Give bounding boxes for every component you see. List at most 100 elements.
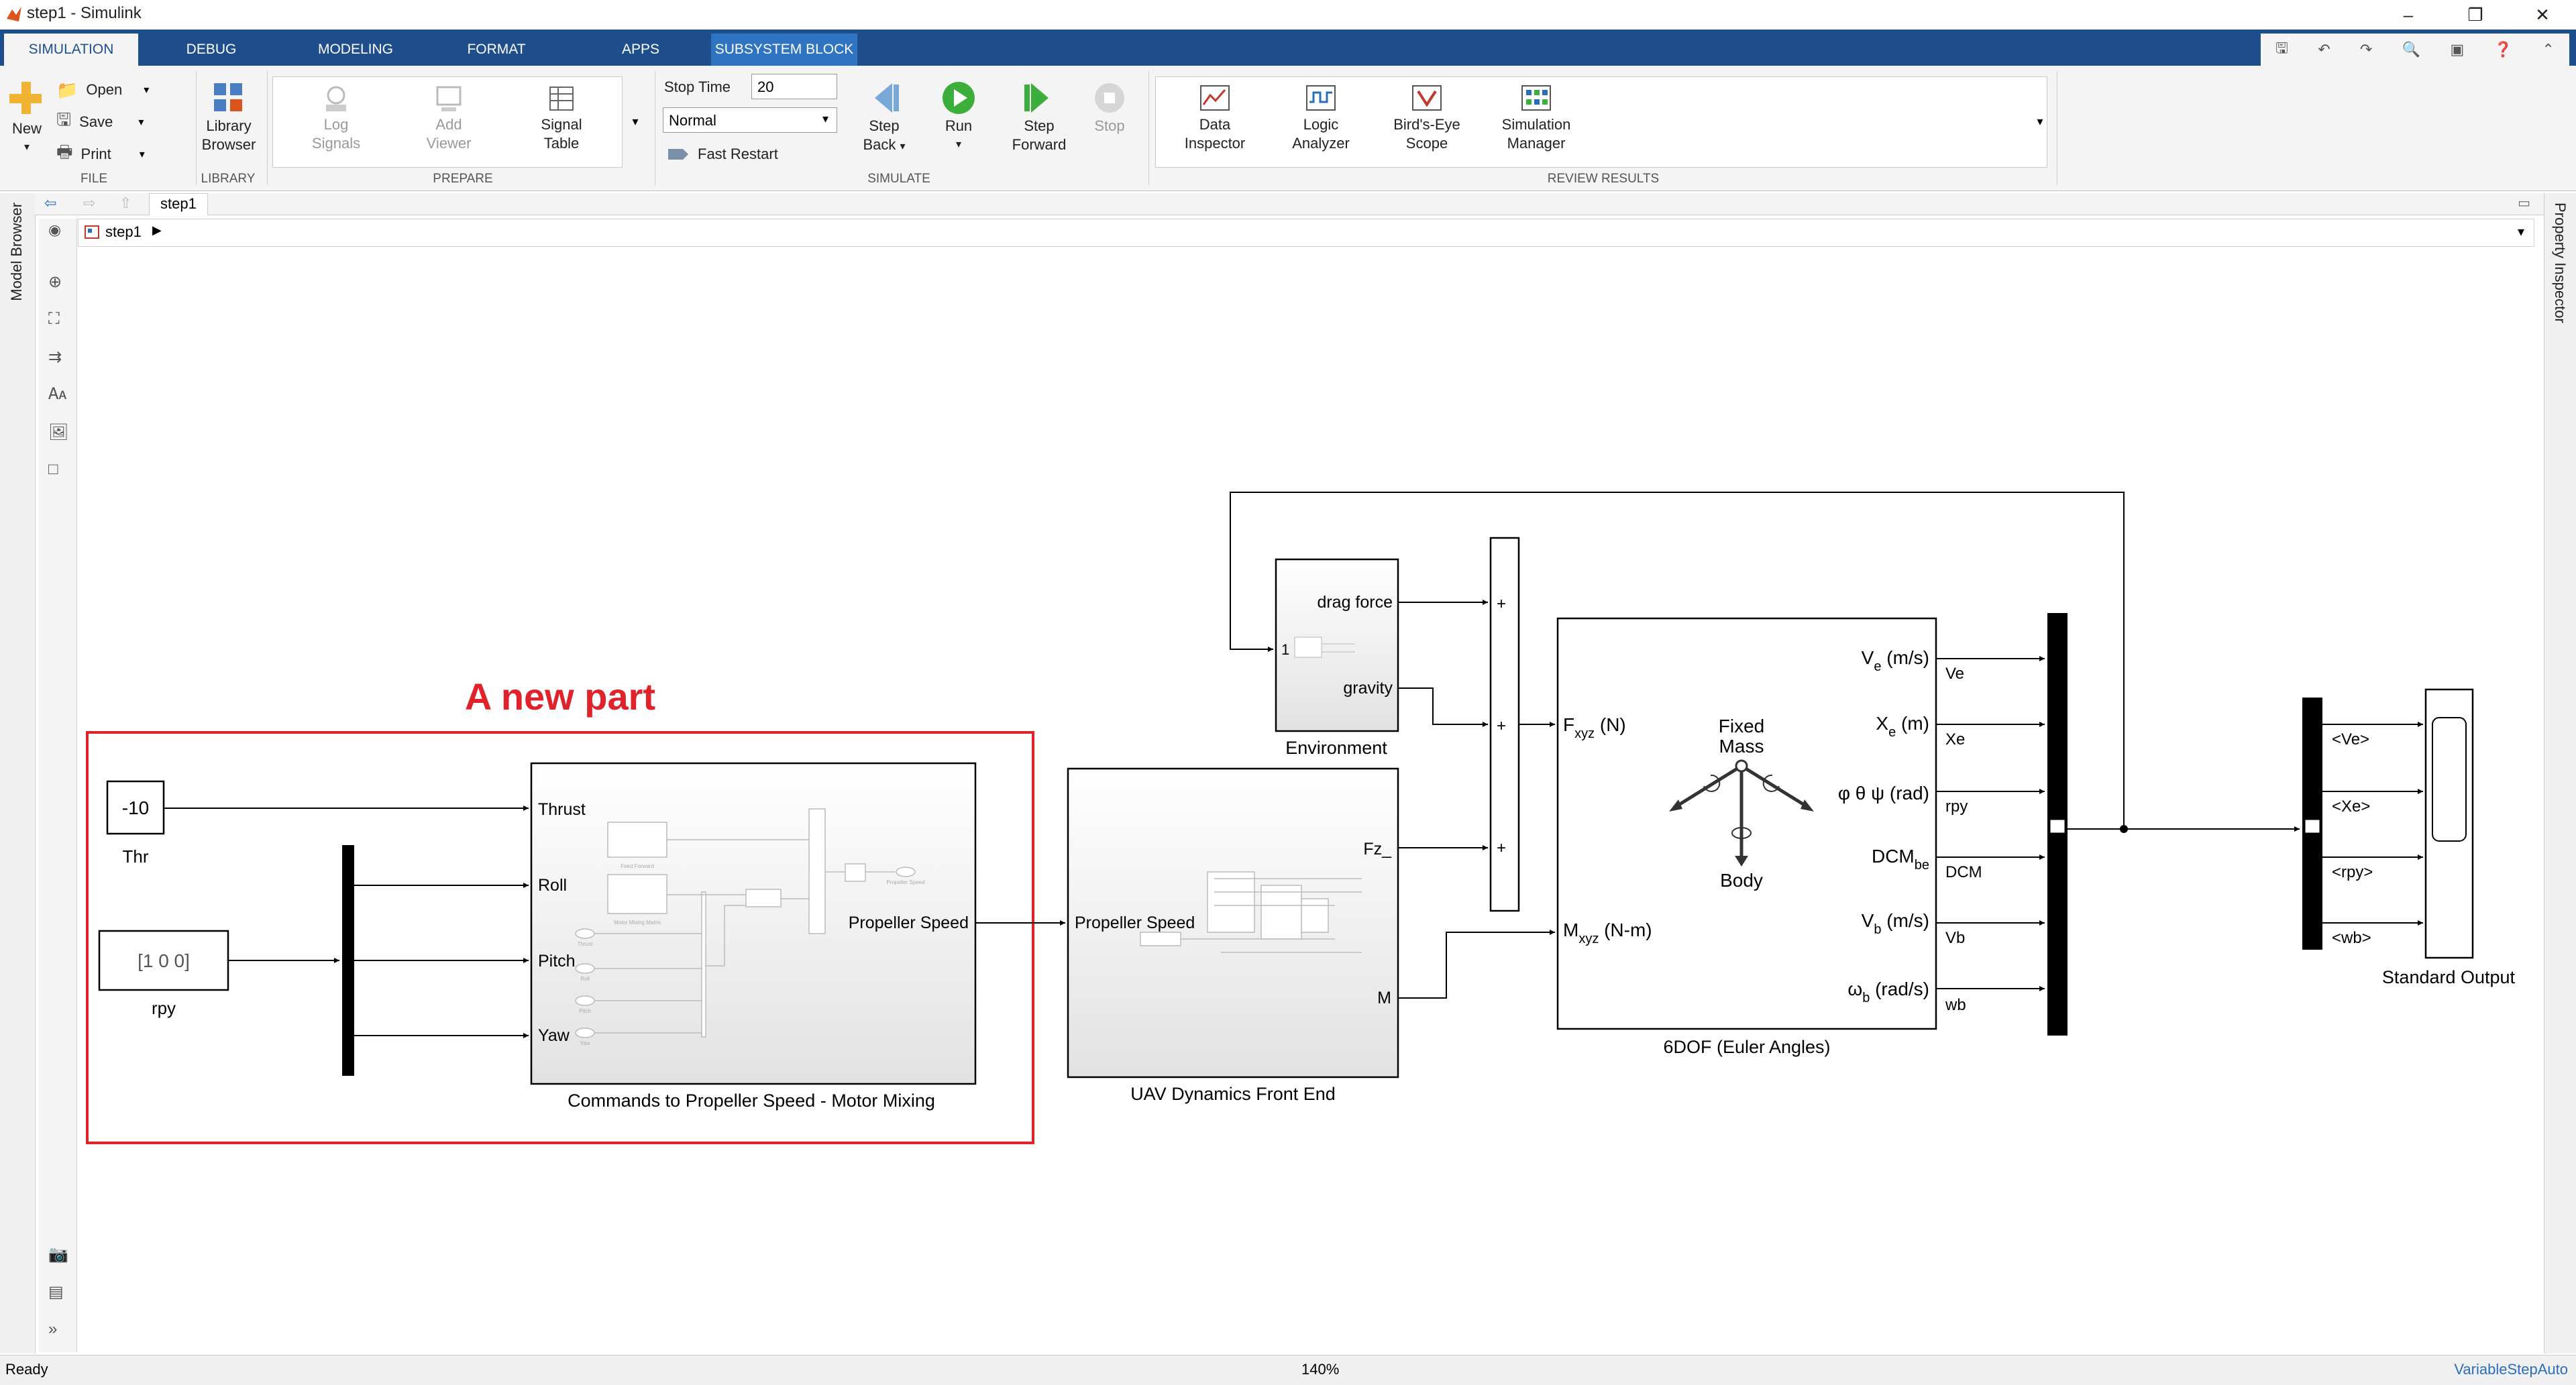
editor-toolbar: ⇦ ⇨ ⇧ step1 ▭ (35, 193, 2544, 215)
library-browser-button[interactable]: Library Browser (199, 79, 259, 154)
expand-palette-icon[interactable]: » (48, 1320, 58, 1338)
demux-block[interactable] (342, 845, 354, 1076)
logic-label: Logic (1303, 116, 1339, 133)
minimize-button[interactable]: – (2403, 4, 2414, 25)
sum-block[interactable] (1489, 537, 1520, 912)
print-button[interactable]: 🖶 Print ▾ (56, 142, 164, 166)
camera-icon[interactable]: 📷 (48, 1245, 68, 1264)
add-viewer-button[interactable]: Add Viewer (412, 82, 486, 153)
hide-tabs-icon[interactable]: ▭ (2518, 196, 2530, 211)
run-button[interactable]: Run ▾ (930, 79, 987, 154)
library-label: Library (206, 117, 252, 134)
simulation-manager-button[interactable]: Simulation Manager (1483, 82, 1590, 153)
tab-format[interactable]: FORMAT (467, 42, 526, 57)
arrange-icon[interactable]: ⇉ (48, 348, 62, 366)
tab-apps[interactable]: APPS (621, 42, 660, 57)
chevron-down-icon: ▾ (632, 114, 639, 128)
help-icon[interactable]: ❓ (2493, 41, 2513, 58)
tab-step1[interactable]: step1 (149, 193, 208, 215)
fixed-label: Fixed (1719, 716, 1764, 736)
chevron-down-icon[interactable]: ▾ (2517, 225, 2524, 239)
signal-wb: wb (1945, 996, 1966, 1014)
log-signals-icon (326, 86, 346, 111)
separator (267, 71, 268, 185)
fast-restart-button[interactable]: Fast Restart (667, 142, 778, 166)
stop-time-input[interactable]: 20 (751, 74, 837, 99)
mass-label: Mass (1719, 736, 1764, 757)
thr-block[interactable] (106, 780, 165, 835)
folder-icon: 📁 (56, 79, 78, 100)
save-icon[interactable]: 🖫 (2275, 40, 2288, 56)
rpy-name: rpy (152, 998, 176, 1018)
stop-button[interactable]: Stop (1083, 79, 1136, 135)
tab-debug[interactable]: DEBUG (186, 42, 237, 57)
signal-vb: Vb (1945, 929, 1965, 947)
viewer-label: Viewer (426, 135, 472, 152)
tab-simulation[interactable]: SIMULATION (4, 34, 138, 66)
motor-mixing-subsystem[interactable] (530, 762, 977, 1085)
port-thrust: Thrust (538, 800, 586, 819)
prepare-expand-button[interactable]: ▾ (624, 76, 647, 166)
save-button[interactable]: 🖫 Save ▾ (56, 109, 164, 134)
log-signals-button[interactable]: Log Signals (299, 82, 373, 153)
new-label: New (11, 120, 42, 137)
toolstrip: New ▾ 📁 Open ▾ 🖫 Save ▾ 🖶 Print ▾ FILE L… (0, 66, 2576, 191)
port-m: M (1377, 989, 1391, 1007)
explorer-bar-icon[interactable]: ▤ (48, 1283, 64, 1301)
fast-restart-label: Fast Restart (698, 146, 778, 162)
open-button[interactable]: 📁 Open ▾ (56, 78, 164, 102)
bus-rpy: <rpy> (2332, 863, 2373, 881)
review-expand-button[interactable]: ▾ (2029, 76, 2051, 166)
rpy-block[interactable] (98, 930, 229, 991)
annotation-label: A new part (465, 675, 655, 718)
redo-icon[interactable]: ↷ (2360, 41, 2373, 58)
sixdof-block[interactable] (1556, 617, 1937, 1030)
tab-modeling[interactable]: MODELING (317, 42, 393, 57)
fit-view-icon[interactable]: ⛶ (48, 310, 60, 328)
signal-table-button[interactable]: Signal Table (525, 82, 598, 153)
data-inspector-button[interactable]: Data Inspector (1165, 82, 1265, 153)
birds-eye-label: Bird's-Eye (1393, 116, 1460, 133)
back-arrow-icon[interactable]: ⇦ (44, 195, 57, 211)
file-group-label: FILE (80, 172, 108, 186)
zoom-icon[interactable]: ⊕ (48, 273, 62, 291)
birds-eye-scope-button[interactable]: Bird's-Eye Scope (1377, 82, 1477, 153)
area-icon[interactable]: □ (48, 460, 58, 478)
model-browser-tab[interactable]: Model Browser (8, 203, 25, 301)
up-arrow-icon[interactable]: ⇧ (119, 195, 132, 211)
simulation-mode-select[interactable]: Normal ▾ (663, 107, 837, 133)
data-inspector-icon (1200, 85, 1230, 111)
collapse-toolstrip-icon[interactable]: ⌃ (2542, 41, 2555, 58)
body-axes-icon (1669, 759, 1814, 867)
matlab-logo-icon (7, 7, 21, 21)
logic-analyzer-button[interactable]: Logic Analyzer (1271, 82, 1371, 153)
tab-subsystem-block[interactable]: SUBSYSTEM BLOCK (711, 34, 857, 66)
diagram: A new part -10 Thr [1 0 0] rpy Thrust Ro… (86, 492, 2516, 1144)
undo-icon[interactable]: ↶ (2318, 41, 2330, 58)
step-back-button[interactable]: Step Back ▾ (852, 79, 916, 156)
property-inspector-tab[interactable]: Property Inspector (2552, 203, 2569, 323)
layout-icon[interactable]: ▣ (2450, 41, 2465, 58)
log-label: Log (323, 116, 349, 133)
hide-browser-icon[interactable]: ◉ (48, 221, 62, 238)
save-label: Save (79, 113, 113, 130)
annotation-icon[interactable]: 🗛 (48, 385, 67, 403)
step-forward-button[interactable]: Step Forward (1002, 79, 1076, 154)
close-button[interactable]: ✕ (2535, 4, 2550, 25)
solver-link[interactable]: VariableStepAuto (2454, 1361, 2568, 1378)
maximize-button[interactable]: ❐ (2467, 4, 2483, 25)
breadcrumb[interactable]: step1 (105, 223, 142, 240)
branch-point (2120, 825, 2128, 833)
new-button[interactable]: New ▾ (7, 79, 47, 157)
scope-screen (2432, 717, 2467, 842)
image-icon[interactable]: 🖼 (48, 423, 69, 441)
bus-port (2304, 819, 2320, 834)
forward-arrow-icon[interactable]: ⇨ (83, 195, 96, 211)
signals-label: Signals (311, 135, 361, 152)
search-icon[interactable]: 🔍 (2402, 41, 2421, 58)
zoom-level[interactable]: 140% (1301, 1361, 1340, 1378)
review-gallery (1155, 76, 2047, 168)
add-viewer-icon (436, 86, 462, 111)
chevron-down-icon: ▾ (2037, 114, 2043, 128)
palette: ◉ ⊕ ⛶ ⇉ 🗛 🖼 □ 📷 ▤ » (39, 219, 77, 1352)
